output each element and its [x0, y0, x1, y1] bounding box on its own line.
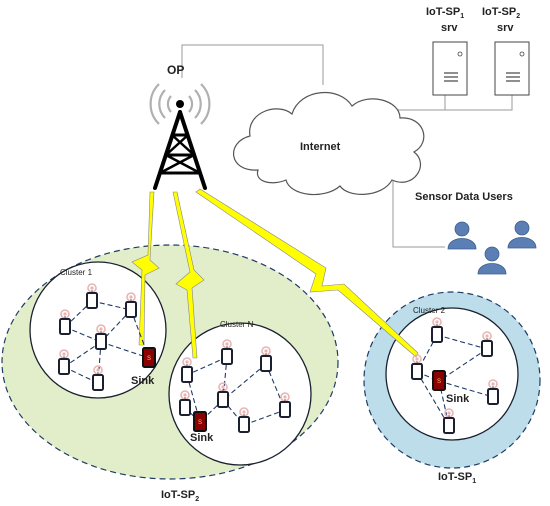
sink-label-cluster-1: Sink [131, 375, 155, 387]
sink-label-cluster-n: Sink [190, 432, 214, 444]
sensor-node-icon [260, 346, 272, 372]
sensor-node-icon [86, 283, 98, 309]
sink-label-cluster-2: Sink [446, 393, 470, 405]
sink-node-icon: S [193, 411, 207, 432]
sensor-node-icon [92, 365, 104, 391]
iot-sp1-label: IoT-SP1 [438, 471, 476, 485]
server-icon [494, 41, 530, 96]
sensor-node-icon [179, 390, 191, 416]
server2-title: IoT-SP2 [482, 6, 520, 20]
cluster-2-label: Cluster 2 [413, 306, 446, 315]
sensor-node-icon [481, 331, 493, 357]
sensor-node-icon [238, 407, 250, 433]
sensor-node-icon [221, 339, 233, 365]
sensor-node-icon [431, 317, 443, 343]
sensor-node-icon [487, 379, 499, 405]
sensor-node-icon [95, 324, 107, 350]
sensor-nodes: S S S [58, 283, 499, 434]
sensor-node-icon [125, 292, 137, 318]
user-icon [477, 246, 507, 275]
sensor-node-icon [411, 354, 423, 380]
sink-badge: S [437, 379, 441, 385]
op-label: OP [167, 63, 184, 77]
lightning-bolt-icon [131, 191, 160, 346]
internet-label: Internet [300, 141, 341, 153]
sensor-node-icon [181, 357, 193, 383]
sink-badge: S [198, 420, 202, 426]
server1-srv-label: srv [441, 22, 458, 34]
lightning-bolt-icon [195, 188, 419, 358]
sensor-node-icon [279, 392, 291, 418]
sensor-node-icon [59, 309, 71, 335]
cloud-icon [233, 92, 425, 196]
user-icon [447, 221, 477, 250]
sensor-node-icon [58, 349, 70, 375]
sink-node-icon: S [432, 370, 446, 391]
user-icon [507, 220, 537, 249]
cell-tower-icon [153, 100, 207, 190]
server-icon [432, 41, 468, 96]
cluster-n-label: Cluster N [220, 320, 254, 329]
sensor-node-icon [443, 408, 455, 434]
wireless-signal-icon [149, 83, 211, 125]
cluster-1-label: Cluster 1 [60, 268, 93, 277]
sensor-data-users-label: Sensor Data Users [415, 191, 513, 203]
sink-badge: S [147, 356, 151, 362]
sink-node-icon: S [142, 347, 156, 368]
server2-srv-label: srv [497, 22, 514, 34]
iot-sp2-label: IoT-SP2 [161, 489, 199, 503]
backbone-links [181, 44, 513, 248]
server1-title: IoT-SP1 [426, 6, 464, 20]
lightning-bolt-icon [172, 191, 205, 359]
sensor-node-icon [217, 382, 229, 408]
